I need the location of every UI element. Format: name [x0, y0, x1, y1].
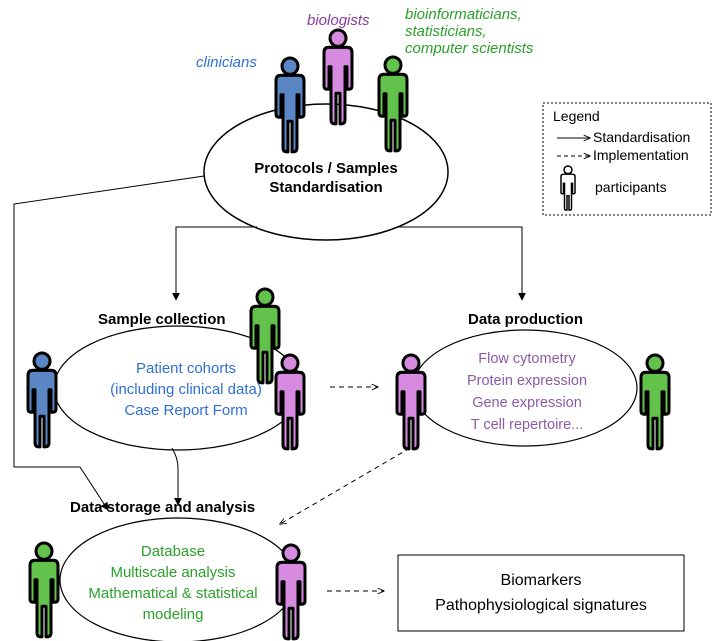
- arrow-sample-to-storage: [171, 447, 182, 506]
- data-production-line-3: Gene expression: [472, 395, 582, 411]
- arrow-to-data-production: [396, 226, 526, 301]
- standardisation-title-2: Standardisation: [269, 179, 382, 196]
- data-storage-line-3: Mathematical & statistical: [88, 585, 257, 602]
- data-production-line-4: T cell repertoire...: [471, 417, 584, 433]
- storage-bioinformatician-person-icon: [28, 541, 60, 639]
- data-storage-line-2: Multiscale analysis: [110, 564, 235, 581]
- sample-collection-line-3: Case Report Form: [124, 402, 247, 419]
- bioinformaticians-label-3: computer scientists: [405, 40, 534, 57]
- production-bioinformatician-person-icon: [639, 353, 671, 451]
- sample-clinician-person-icon: [26, 351, 58, 449]
- legend-implementation: Implementation: [593, 147, 689, 163]
- data-production-line-2: Protein expression: [467, 373, 587, 389]
- outputs-box: [397, 554, 685, 632]
- legend-standardisation: Standardisation: [593, 129, 690, 145]
- arrow-production-to-storage: [280, 447, 411, 524]
- data-storage-line-1: Database: [141, 543, 205, 560]
- arrow-to-sample-collection: [172, 226, 257, 301]
- sample-collection-line-1: Patient cohorts: [136, 360, 236, 377]
- legend-participants: participants: [595, 179, 667, 195]
- clinicians-label: clinicians: [196, 54, 257, 71]
- data-storage-line-4: modeling: [143, 606, 204, 623]
- legend-title: Legend: [553, 108, 600, 124]
- arrow-to-data-storage-from-standardisation: [13, 175, 205, 511]
- outputs-line-2: Pathophysiological signatures: [435, 597, 647, 614]
- bioinformaticians-label-1: bioinformaticians,: [405, 6, 522, 23]
- bioinformaticians-label-2: statisticians,: [405, 23, 487, 40]
- standardisation-title-1: Protocols / Samples: [254, 160, 397, 177]
- data-production-title: Data production: [468, 311, 583, 328]
- data-storage-title: Data storage and analysis: [70, 499, 255, 516]
- sample-collection-title: Sample collection: [98, 311, 226, 328]
- outputs-line-1: Biomarkers: [501, 572, 582, 589]
- biologists-label: biologists: [307, 12, 370, 29]
- sample-collection-line-2: (including clinical data): [110, 381, 262, 398]
- data-production-line-1: Flow cytometry: [478, 351, 576, 367]
